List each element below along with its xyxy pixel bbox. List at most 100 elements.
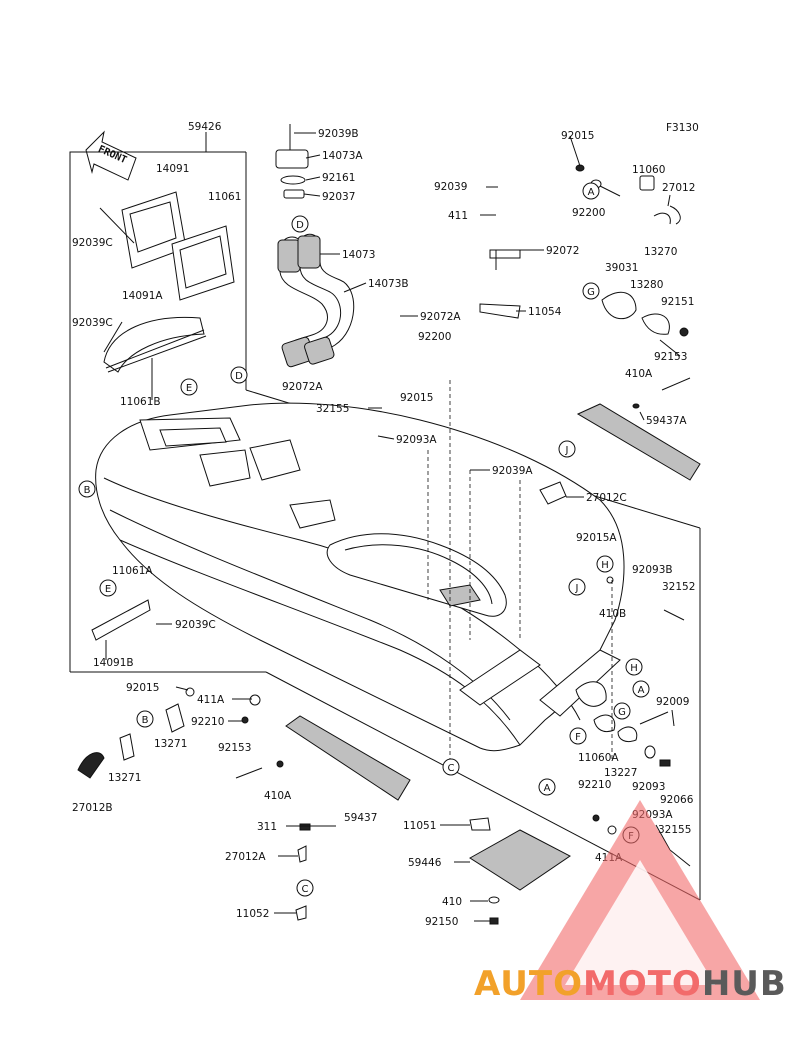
part-label: 11051 — [403, 820, 436, 832]
part-label: 92039C — [175, 619, 216, 631]
svg-text:J: J — [565, 445, 569, 456]
part-label: 11060A — [578, 752, 619, 764]
svg-text:B: B — [84, 485, 91, 496]
part-label: 92072A — [420, 311, 461, 323]
part-label: 311 — [257, 821, 277, 833]
part-label: 92072 — [546, 245, 579, 257]
callout-a-1: A — [582, 182, 600, 200]
part-label: 411 — [448, 210, 468, 222]
part-label: 92210 — [578, 779, 611, 791]
leader-lines — [99, 132, 681, 922]
svg-text:D: D — [235, 371, 243, 382]
svg-text:D: D — [296, 220, 304, 231]
callout-b-2: B — [136, 710, 154, 728]
part-label: 13227 — [604, 767, 637, 779]
part-label: 13271 — [154, 738, 187, 750]
svg-text:E: E — [105, 584, 111, 595]
callout-a-2: A — [632, 680, 650, 698]
callout-d-1: D — [291, 215, 309, 233]
part-label: 92093B — [632, 564, 673, 576]
part-label: 14091B — [93, 657, 134, 669]
part-label: 92153 — [218, 742, 251, 754]
callout-g-2: G — [613, 702, 631, 720]
watermark-part3: HUB — [702, 964, 787, 1004]
watermark-part1: AUTO — [474, 964, 583, 1004]
part-label: 92015 — [126, 682, 159, 694]
part-label: 14073 — [342, 249, 375, 261]
part-label: 410 — [442, 896, 462, 908]
part-label: 410A — [264, 790, 292, 802]
svg-text:B: B — [142, 715, 149, 726]
callout-c-1: C — [442, 758, 460, 776]
part-label: 92015 — [561, 130, 594, 142]
part-label: 92200 — [572, 207, 605, 219]
part-label: 92066 — [660, 794, 694, 806]
part-label: 14091 — [156, 163, 189, 175]
part-label: 59437A — [646, 415, 687, 427]
figure-code: F3130 — [666, 122, 699, 134]
callout-e-2: E — [99, 579, 117, 597]
callout-j-1: J — [558, 440, 576, 458]
part-label: 13271 — [108, 772, 141, 784]
callout-f-1: F — [569, 727, 587, 745]
callout-h-2: H — [625, 658, 643, 676]
part-label: 92153 — [654, 351, 687, 363]
part-label: 410B — [599, 608, 626, 620]
svg-text:H: H — [630, 663, 638, 674]
svg-text:C: C — [448, 763, 455, 774]
callout-g-1: G — [582, 282, 600, 300]
part-label: 14073B — [368, 278, 409, 290]
part-label: 92150 — [425, 916, 458, 928]
callout-j-2: J — [568, 578, 586, 596]
svg-text:G: G — [587, 287, 595, 298]
part-label: 410A — [625, 368, 653, 380]
part-label: 32155 — [658, 824, 691, 836]
part-label: 14073A — [322, 150, 363, 162]
callout-a-3: A — [538, 778, 556, 796]
part-label: 92072A — [282, 381, 323, 393]
watermark-text: AUTOMOTOHUB — [474, 964, 787, 1004]
watermark-triangle-inner-icon — [565, 860, 715, 985]
part-label: 92015A — [576, 532, 617, 544]
part-label: 27012C — [586, 492, 627, 504]
lower-left-parts — [77, 687, 571, 925]
part-label: 11061A — [112, 565, 153, 577]
part-label: 11052 — [236, 908, 269, 920]
part-label: 92161 — [322, 172, 355, 184]
part-label: 27012 — [662, 182, 695, 194]
part-label: 11061B — [120, 396, 161, 408]
part-label: 13270 — [644, 246, 677, 258]
dashed-lines — [427, 380, 613, 760]
part-label: 59437 — [344, 812, 377, 824]
svg-text:G: G — [618, 707, 626, 718]
svg-text:J: J — [575, 583, 579, 594]
part-label: 11061 — [208, 191, 241, 203]
part-label: 11054 — [528, 306, 562, 318]
svg-text:C: C — [302, 884, 309, 895]
part-label: 32152 — [662, 581, 695, 593]
part-labels: 59426 14091 11061 92039C 14091A 92039C 1… — [72, 121, 695, 928]
part-label: 92015 — [400, 392, 433, 404]
part-label: 92009 — [656, 696, 689, 708]
part-label: 11060 — [632, 164, 665, 176]
plates-14091 — [91, 191, 235, 641]
part-label: 92151 — [661, 296, 694, 308]
part-label: 92037 — [322, 191, 355, 203]
part-label: 39031 — [605, 262, 638, 274]
part-label: 92039C — [72, 317, 113, 329]
watermark: AUTOMOTOHUB — [474, 800, 787, 1004]
part-label: 13280 — [630, 279, 663, 291]
callout-h-1: H — [596, 555, 614, 573]
small-parts — [479, 164, 701, 867]
watermark-part2: MOTO — [583, 964, 702, 1004]
part-label: 92210 — [191, 716, 224, 728]
callout-e-1: E — [180, 378, 198, 396]
part-label: 92039B — [318, 128, 359, 140]
part-label: 92039C — [72, 237, 113, 249]
part-label: 92093A — [396, 434, 437, 446]
hull-body — [95, 402, 625, 752]
part-label: 92200 — [418, 331, 451, 343]
callout-d-2: D — [230, 366, 248, 384]
part-label: 92039A — [492, 465, 533, 477]
